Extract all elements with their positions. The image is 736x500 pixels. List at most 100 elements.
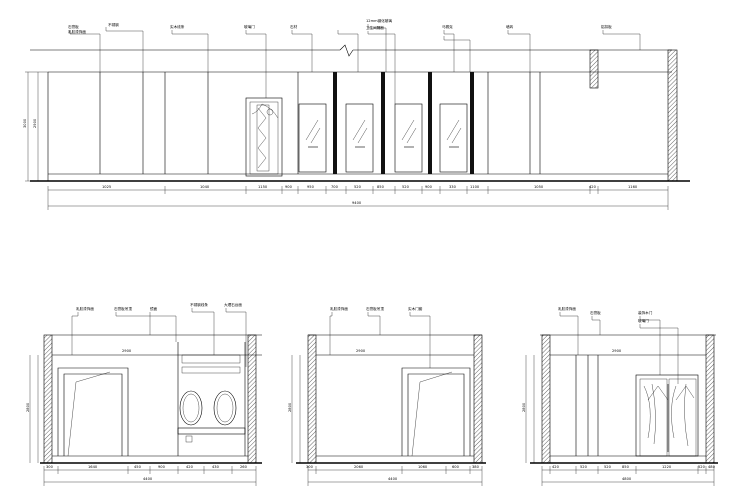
- segment-label: 330: [449, 185, 457, 189]
- leader-label: 实木门套: [408, 306, 423, 311]
- leader-label: 石膏板吊顶: [114, 306, 132, 311]
- segment-label: 900: [425, 185, 433, 189]
- total-height-label: 3000: [23, 118, 27, 128]
- segment-label: 420: [186, 465, 194, 469]
- leader-labels: 石膏板 乳胶漆饰面 不锈钢 实木线条 玻璃门 石材 12mm钢化玻璃 卫生间隔断…: [68, 18, 612, 34]
- total-width-label: 4400: [143, 477, 153, 481]
- leader-labels: 乳胶漆饰面 石膏板 装饰木门 玻璃门: [558, 306, 653, 323]
- ceiling-height-label: 2900: [122, 349, 132, 353]
- leader-lines: [329, 312, 431, 368]
- segment-label: 700: [331, 185, 339, 189]
- leader-label: 12mm钢化玻璃: [366, 18, 392, 23]
- segment-label: 2060: [354, 465, 364, 469]
- leader-labels: 乳胶漆饰面 石膏板吊顶 实木门套: [330, 306, 423, 311]
- wall-panel-dividers: [99, 72, 541, 174]
- elevation-4: 乳胶漆饰面 石膏板 装饰木门 玻璃门 2800 2900 420 520 520…: [522, 306, 718, 486]
- ceiling-height-label: 2900: [33, 118, 37, 128]
- total-width-label: 4400: [388, 477, 398, 481]
- segment-label: 1150: [258, 185, 268, 189]
- segment-label: 520: [604, 465, 612, 469]
- width-dimensions: 300 1640 450 900 420 430 260 4400: [43, 465, 257, 486]
- segment-label: 380: [472, 465, 480, 469]
- width-dimensions: 1025 1040 1150 900 950 700 520 850 520 9…: [47, 185, 669, 210]
- segment-label: 520: [354, 185, 362, 189]
- leader-label: 玻璃门: [244, 24, 255, 29]
- elevation-1: 石膏板 乳胶漆饰面 不锈钢 实木线条 玻璃门 石材 12mm钢化玻璃 卫生间隔断…: [23, 18, 690, 210]
- segment-label: 1640: [88, 465, 98, 469]
- leader-label: 装饰木门: [638, 310, 653, 315]
- right-wall-section: [473, 334, 483, 464]
- wall-panel-dividers: [575, 355, 599, 456]
- segment-label: 450: [134, 465, 142, 469]
- elevation-2: 乳胶漆饰面 石膏板吊顶 镜面 不锈钢线条 大理石台面 2800 2900 300…: [26, 302, 262, 486]
- right-wall-section: [247, 334, 257, 464]
- segment-label: 1220: [662, 465, 672, 469]
- segment-label: 420: [589, 185, 597, 189]
- elevation-3: 乳胶漆饰面 石膏板吊顶 实木门套 2800 2900 300 2060 1060…: [288, 306, 486, 486]
- segment-label: 430: [212, 465, 220, 469]
- segment-label: 520: [580, 465, 588, 469]
- total-width-label: 9400: [352, 201, 362, 205]
- ceiling-height-label: 2900: [612, 349, 622, 353]
- segment-label: 1160: [628, 185, 638, 189]
- decorative-door: [245, 97, 283, 177]
- leader-label: 镜面: [150, 306, 158, 311]
- leader-lines: [71, 308, 247, 367]
- leader-label: 铝扣板: [601, 24, 612, 29]
- leader-label: 卫生间隔断: [366, 25, 384, 30]
- segment-label: 850: [622, 465, 630, 469]
- leader-label: 玻璃门: [638, 318, 649, 323]
- height-dimensions: 2800 2900: [522, 349, 622, 463]
- left-wall-section: [541, 334, 551, 464]
- height-dimensions: 2800 2900: [288, 349, 366, 463]
- leader-label: 乳胶漆饰面: [330, 306, 348, 311]
- vanity-mirrors: [177, 342, 246, 456]
- toilet-partitions: [297, 72, 489, 174]
- height-dimensions: 2800 2900: [26, 349, 132, 463]
- left-wall-section: [307, 334, 317, 464]
- total-height-label: 2800: [522, 402, 526, 412]
- segment-label: 1100: [470, 185, 480, 189]
- left-wall-section: [43, 334, 53, 464]
- width-dimensions: 420 520 520 850 1220 520 480 4800: [541, 465, 716, 486]
- segment-label: 600: [452, 465, 460, 469]
- right-wall-section: [667, 49, 678, 182]
- right-wall-section: [705, 334, 715, 464]
- leader-label: 石膏板吊顶: [366, 306, 384, 311]
- leader-label: 不锈钢线条: [190, 302, 208, 307]
- segment-label: 850: [377, 185, 385, 189]
- leader-label: 实木线条: [170, 24, 185, 29]
- segment-label: 900: [285, 185, 293, 189]
- leader-lines: [69, 24, 641, 104]
- segment-label: 520: [402, 185, 410, 189]
- segment-label: 1025: [102, 185, 111, 189]
- column-section: [589, 49, 599, 89]
- total-height-label: 2800: [26, 402, 30, 412]
- segment-label: 300: [46, 465, 54, 469]
- segment-label: 520: [698, 465, 706, 469]
- segment-label: 300: [306, 465, 314, 469]
- ceiling-height-label: 2900: [356, 349, 366, 353]
- height-dimensions: 3000 2900: [23, 71, 48, 182]
- segment-label: 1060: [418, 465, 428, 469]
- segment-label: 260: [240, 465, 248, 469]
- leader-label: 大理石台面: [224, 302, 242, 307]
- leader-lines: [559, 312, 679, 384]
- width-dimensions: 300 2060 1060 600 380 4400: [306, 465, 483, 486]
- segment-label: 480: [708, 465, 716, 469]
- segment-label: 900: [158, 465, 166, 469]
- segment-label: 1040: [200, 185, 210, 189]
- leader-label: 石膏板: [68, 24, 79, 29]
- leader-label: 乳胶漆饰面: [558, 306, 576, 311]
- leader-label: 乳胶漆饰面: [76, 306, 94, 311]
- segment-label: 420: [552, 465, 560, 469]
- leader-label: 石材: [290, 24, 298, 29]
- leader-label: 石膏板: [590, 310, 601, 315]
- segment-label: 1050: [534, 185, 544, 189]
- leader-label: 乳胶漆饰面: [68, 29, 86, 34]
- door-opening: [57, 367, 129, 457]
- door-opening: [401, 367, 471, 457]
- leader-label: 马赛克: [442, 24, 453, 29]
- leader-label: 墙砖: [506, 24, 514, 29]
